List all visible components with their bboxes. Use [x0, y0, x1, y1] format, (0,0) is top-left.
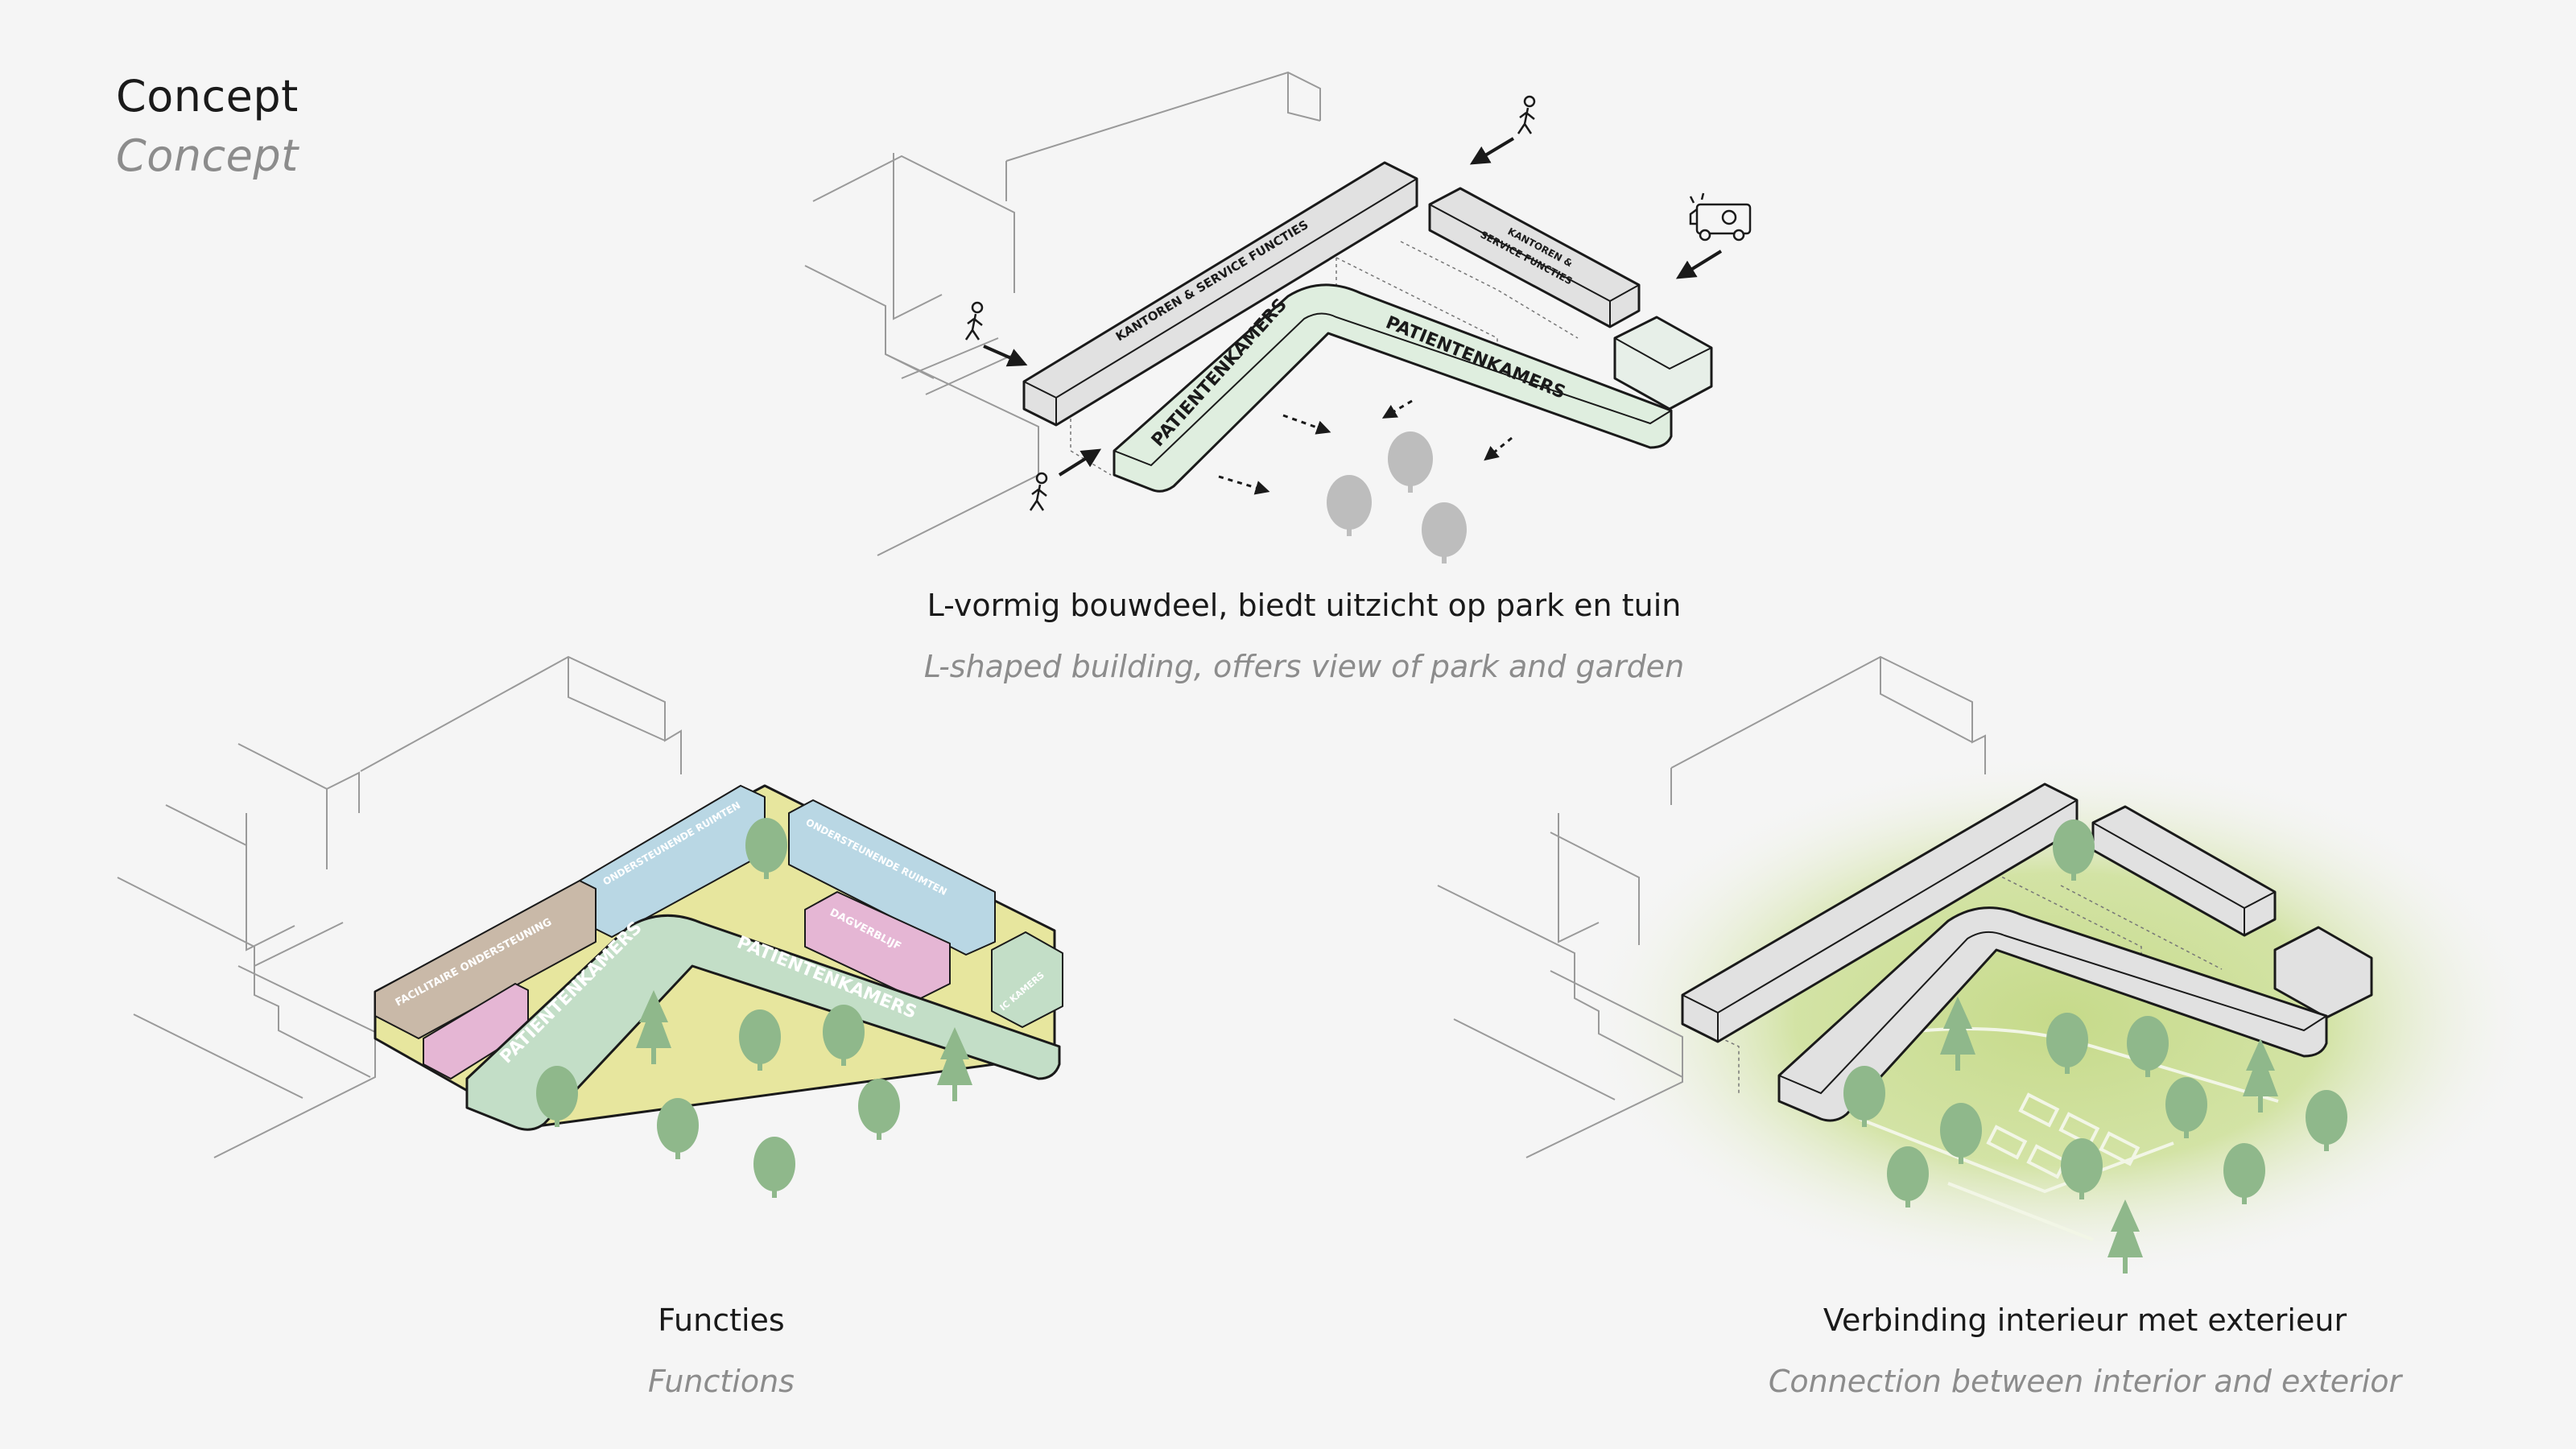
annex-block [1613, 316, 1713, 411]
functions-caption-dutch: Functies [658, 1302, 785, 1338]
top-caption-dutch: L-vormig bouwdeel, biedt uitzicht op par… [927, 588, 1682, 623]
ambulance-icon [1689, 192, 1752, 242]
annex-block-grey [2273, 926, 2373, 1019]
dotted-structure [1690, 873, 2223, 1095]
office-slab-short: KANTOREN & SERVICE FUNCTIES [1428, 187, 1641, 328]
context-buildings [117, 655, 682, 1158]
functions-diagram: ONDERSTEUNENDE RUIMTEN ONDERSTEUNENDE RU… [117, 655, 1063, 1198]
pedestrian-icon [964, 301, 984, 341]
patient-wing-grey [1777, 906, 2328, 1122]
pedestrian-icon [1517, 95, 1536, 134]
view-arrows [1218, 399, 1513, 495]
top-caption-english: L-shaped building, offers view of park a… [923, 649, 1685, 684]
connection-diagram [1437, 655, 2544, 1285]
page-title-english: Concept [116, 130, 299, 181]
connection-caption-english: Connection between interior and exterior [1768, 1364, 2402, 1399]
page-title-dutch: Concept [116, 71, 299, 122]
context-buildings [804, 71, 1321, 556]
support-block-1: ONDERSTEUNENDE RUIMTEN [579, 785, 766, 938]
functions-caption-english: Functions [648, 1364, 795, 1399]
ic-block: IC KAMERS [991, 931, 1063, 1028]
top-diagram: KANTOREN & SERVICE FUNCTIES KANTOREN & S… [804, 71, 1752, 564]
pedestrian-icon [1029, 472, 1048, 511]
context-buildings [1437, 655, 1986, 1158]
connection-caption-dutch: Verbinding interieur met exterieur [1823, 1302, 2347, 1338]
access-arrows [983, 137, 1723, 477]
